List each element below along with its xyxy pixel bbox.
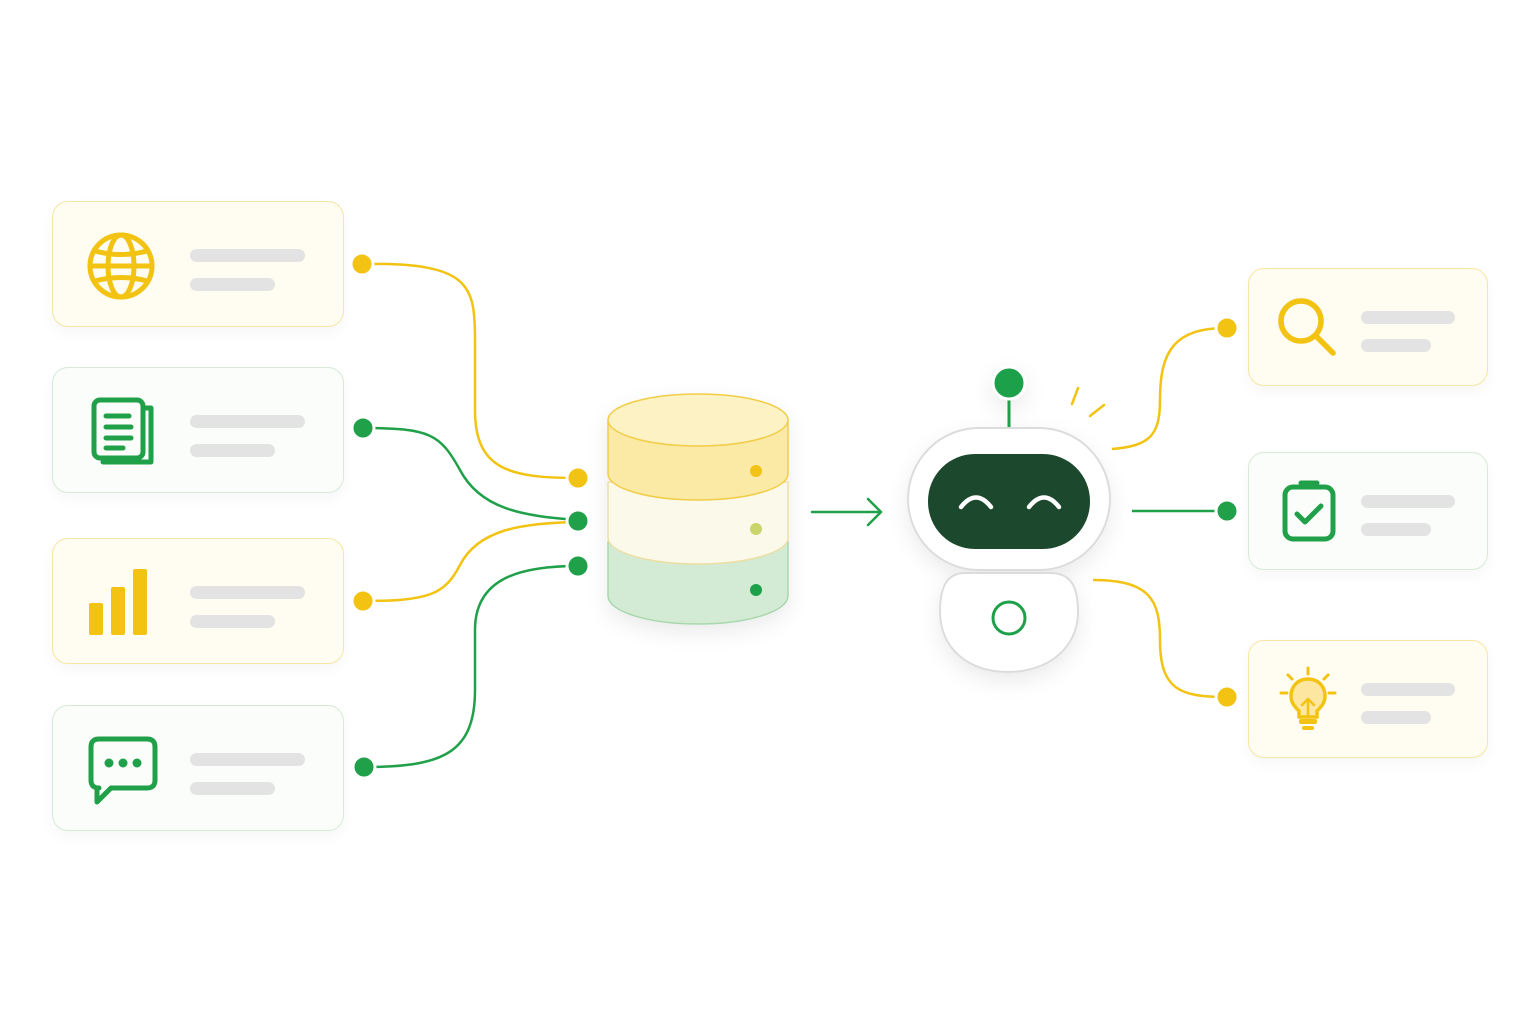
source-card-chat: [52, 705, 344, 831]
placeholder-bar: [190, 753, 305, 766]
placeholder-bar: [1361, 711, 1431, 724]
source-card-web: [52, 201, 344, 327]
output-card-insight: [1248, 640, 1488, 758]
bar-chart-icon: [83, 567, 159, 639]
output-dot-idea: [1214, 684, 1240, 710]
placeholder-bar: [190, 249, 305, 262]
document-icon: [83, 396, 159, 468]
source-card-document: [52, 367, 344, 493]
lightbulb-icon: [1273, 665, 1343, 735]
placeholder-bar: [190, 586, 305, 599]
sparkle-icon: [1070, 386, 1106, 418]
output-card-verified: [1248, 452, 1488, 570]
placeholder-bar: [1361, 495, 1455, 508]
database-led-middle: [750, 523, 762, 535]
connector-globe: [361, 262, 579, 480]
robot-icon: [907, 365, 1111, 674]
robot-face: [928, 454, 1090, 549]
robot-eye-left: [958, 495, 994, 510]
source-dot-chart: [350, 588, 376, 614]
connector-document: [362, 426, 579, 522]
connector-chat: [363, 564, 579, 769]
search-icon: [1273, 293, 1343, 363]
placeholder-bar: [190, 415, 305, 428]
output-dot-search: [1214, 315, 1240, 341]
placeholder-bar: [190, 278, 275, 291]
database-lid: [607, 393, 789, 447]
arrow-icon: [810, 497, 883, 527]
robot-button: [991, 600, 1027, 636]
robot-body: [938, 572, 1080, 674]
placeholder-bar: [190, 444, 275, 457]
connector-chart: [362, 520, 579, 603]
database-led-bottom: [750, 584, 762, 596]
chat-bubble-icon: [83, 734, 159, 806]
robot-eye-right: [1026, 495, 1062, 510]
output-card-search: [1248, 268, 1488, 386]
connector-search: [1111, 326, 1228, 451]
source-card-analytics: [52, 538, 344, 664]
globe-icon: [83, 230, 159, 302]
placeholder-bar: [190, 782, 275, 795]
placeholder-bar: [190, 615, 275, 628]
source-dot-globe: [349, 251, 375, 277]
source-dot-chat: [351, 754, 377, 780]
database-icon: [607, 393, 789, 625]
robot-antenna-ball: [991, 365, 1027, 401]
placeholder-bar: [1361, 311, 1455, 324]
placeholder-bar: [1361, 523, 1431, 536]
source-dot-document: [350, 415, 376, 441]
placeholder-bar: [1361, 683, 1455, 696]
output-dot-check: [1214, 498, 1240, 524]
hub-dot-2: [565, 508, 591, 534]
database-layer-bottom: [607, 541, 789, 625]
connector-idea: [1092, 578, 1228, 699]
placeholder-bar: [1361, 339, 1431, 352]
checkbox-icon: [1273, 477, 1343, 547]
database-led-top: [750, 465, 762, 477]
database-layer-middle: [607, 481, 789, 565]
hub-dot-3: [565, 553, 591, 579]
hub-dot-1: [565, 465, 591, 491]
